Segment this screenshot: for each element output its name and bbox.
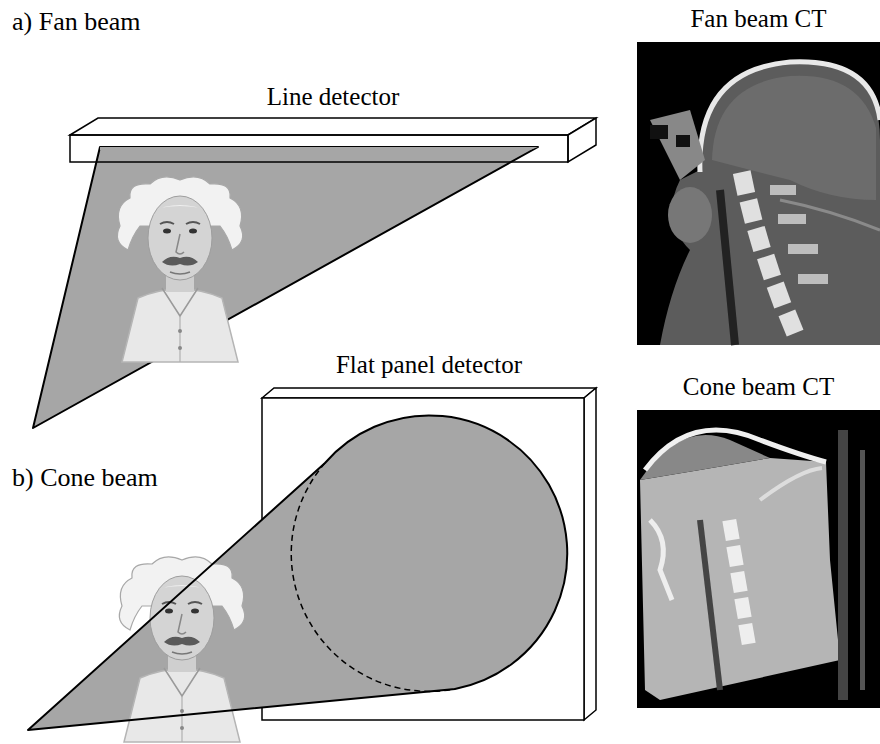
panel-label: b) Cone beam (12, 462, 158, 494)
panel-heading: Fan beam CT (637, 4, 880, 34)
detector-or-image-panel: Flat panel detector (262, 350, 596, 380)
panel-heading: Line detector (70, 82, 596, 112)
panel-heading: Flat panel detector (262, 350, 596, 380)
detector-or-image-panel: Fan beam CT (637, 4, 880, 34)
detector-or-image-panel: Line detector (70, 82, 596, 112)
panel-label: a) Fan beam (12, 6, 141, 38)
detector-or-image-panel: Cone beam CT (637, 372, 880, 402)
panel-heading: Cone beam CT (637, 372, 880, 402)
